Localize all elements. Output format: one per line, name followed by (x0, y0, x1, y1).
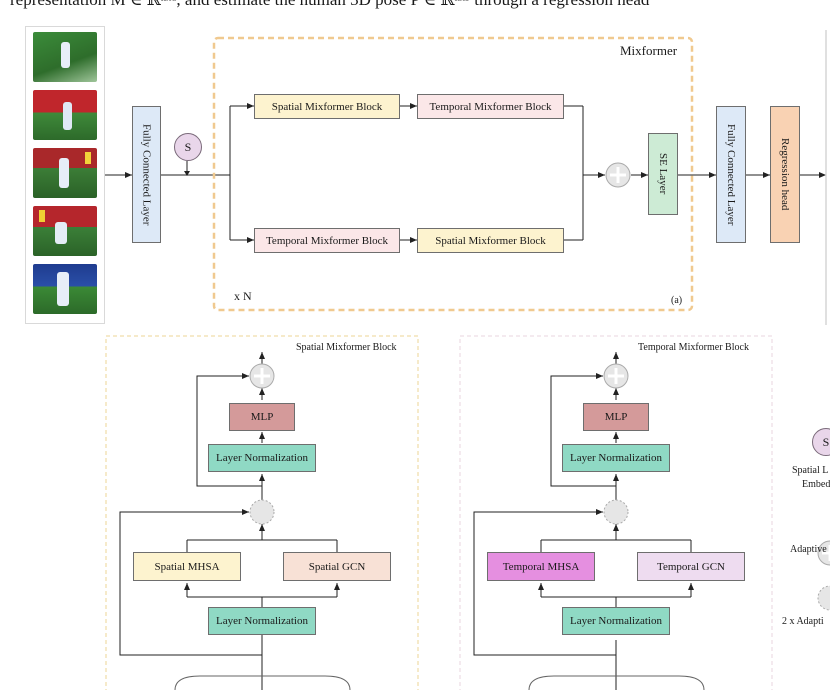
adaptive-fusion-circles (249, 162, 830, 611)
fc-layer-left-label: Fully Connected Layer (140, 123, 153, 226)
se-layer: SE Layer (648, 133, 678, 215)
temporal-gcn: Temporal GCN (637, 552, 745, 581)
panel-a-tag: (a) (671, 295, 683, 306)
caption-text: representation M ∈ ℝⁿˣᵈ, and estimate th… (10, 0, 830, 10)
spatial-mlp: MLP (229, 403, 295, 431)
soccer-frame-1 (33, 32, 97, 82)
s-node-label: S (184, 139, 192, 154)
temporal-mlp: MLP (583, 403, 649, 431)
fc-layer-right: Fully Connected Layer (716, 106, 746, 243)
spatial-layer-norm-top: Layer Normalization (208, 444, 316, 472)
soccer-frame-3 (33, 148, 97, 198)
regression-head: Regression head (770, 106, 800, 243)
legend-adaptive-text: Adaptive (790, 544, 827, 555)
fc-layer-left: Fully Connected Layer (132, 106, 161, 243)
temporal-mixformer-block-bottom: Temporal Mixformer Block (254, 228, 400, 253)
spatial-mixformer-block-top: Spatial Mixformer Block (254, 94, 400, 119)
repeat-n-label: x N (234, 289, 252, 303)
spatial-mhsa: Spatial MHSA (133, 552, 241, 581)
input-frames-panel (25, 26, 105, 324)
spatial-mixformer-block-bottom: Spatial Mixformer Block (417, 228, 564, 253)
spatial-panel-title: Spatial Mixformer Block (296, 342, 397, 353)
soccer-frame-2 (33, 90, 97, 140)
temporal-panel-title: Temporal Mixformer Block (638, 342, 749, 353)
spatial-gcn: Spatial GCN (283, 552, 391, 581)
spatial-layer-norm-bottom: Layer Normalization (208, 607, 316, 635)
legend-s-label: S (822, 434, 830, 449)
legend-s-text-1: Spatial L (792, 465, 829, 476)
fc-layer-right-label: Fully Connected Layer (725, 123, 737, 226)
temporal-layer-norm-top: Layer Normalization (562, 444, 670, 472)
temporal-mixformer-block-top: Temporal Mixformer Block (417, 94, 564, 119)
soccer-frame-4 (33, 206, 97, 256)
temporal-mhsa: Temporal MHSA (487, 552, 595, 581)
s-node: S (174, 133, 202, 161)
soccer-frame-5 (33, 264, 97, 314)
regression-head-label: Regression head (779, 138, 791, 211)
temporal-layer-norm-bottom: Layer Normalization (562, 607, 670, 635)
legend-s-text-2: Embed (802, 479, 830, 490)
se-layer-label: SE Layer (657, 153, 669, 195)
mixformer-title: Mixformer (620, 43, 678, 58)
legend-adaptive2-text: 2 x Adapti (782, 616, 824, 627)
